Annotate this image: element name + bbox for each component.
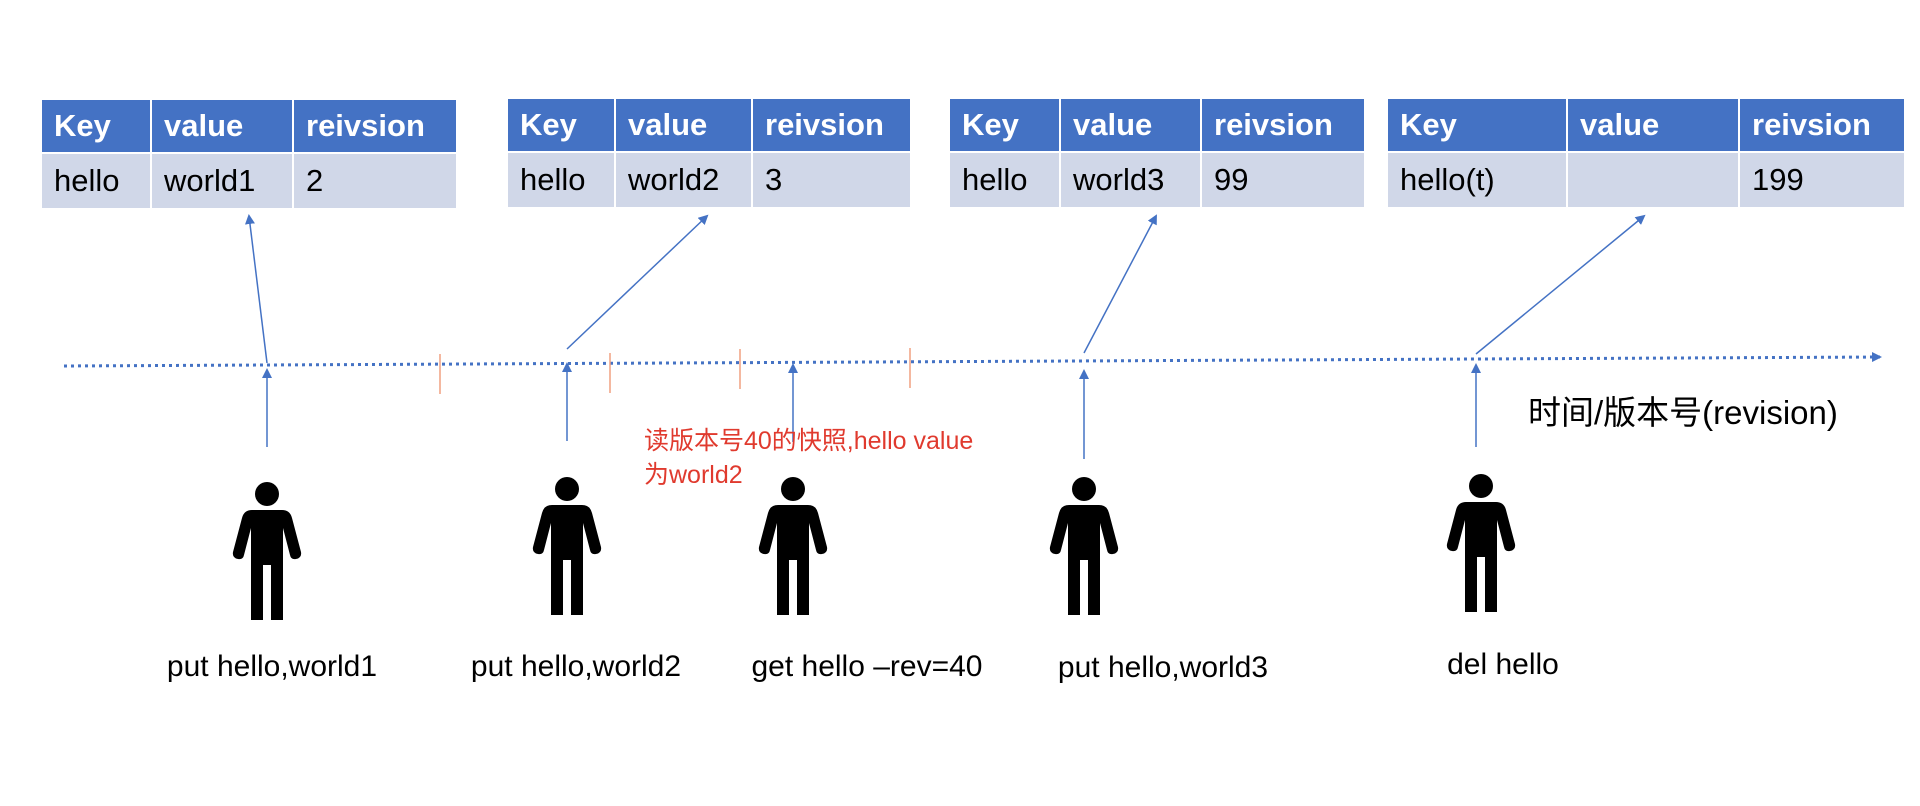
op-label-get-rev40: get hello –rev=40 <box>751 650 983 683</box>
record-arrow-world3 <box>1083 214 1157 354</box>
cell-key: hello <box>40 152 152 210</box>
snapshot-note-line2: 为world2 <box>644 461 743 489</box>
header-value: value <box>1566 97 1740 153</box>
cell-key: hello <box>948 151 1061 209</box>
kv-record-table-3: Key value reivsion hello world3 99 <box>948 97 1366 209</box>
op-label-put-world2: put hello,world2 <box>470 650 682 683</box>
header-key: Key <box>40 98 152 154</box>
header-key: Key <box>948 97 1061 153</box>
header-revision: reivsion <box>1738 97 1906 153</box>
snapshot-note-line1: 读版本号40的快照,hello value <box>644 427 974 455</box>
axis-label: 时间/版本号(revision) <box>1528 394 1838 431</box>
header-revision: reivsion <box>1200 97 1366 153</box>
record-arrow-world1 <box>245 214 268 364</box>
header-key: Key <box>506 97 616 153</box>
person-icon <box>758 477 828 615</box>
cell-value <box>1566 151 1740 209</box>
cell-key: hello <box>506 151 616 209</box>
record-arrow-world2 <box>566 214 709 350</box>
snapshot-note: 读版本号40的快照,hello value 为world2 <box>644 424 1024 492</box>
cell-revision: 3 <box>751 151 912 209</box>
timeline-axis <box>63 352 1882 368</box>
cell-key: hello(t) <box>1386 151 1568 209</box>
header-value: value <box>1059 97 1202 153</box>
person-icon <box>1049 477 1119 615</box>
op-label-put-world3: put hello,world3 <box>1057 651 1269 684</box>
kv-record-table-1: Key value reivsion hello world1 2 <box>40 98 458 210</box>
kv-record-table-2: Key value reivsion hello world2 3 <box>506 97 912 209</box>
header-key: Key <box>1386 97 1568 153</box>
cell-revision: 99 <box>1200 151 1366 209</box>
header-revision: reivsion <box>751 97 912 153</box>
op-label-del: del hello <box>1447 648 1559 681</box>
header-value: value <box>614 97 753 153</box>
header-revision: reivsion <box>292 98 458 154</box>
cell-value: world1 <box>150 152 294 210</box>
person-icon <box>1446 474 1516 612</box>
cell-value: world3 <box>1059 151 1202 209</box>
cell-revision: 199 <box>1738 151 1906 209</box>
cell-value: world2 <box>614 151 753 209</box>
record-arrow-del <box>1475 214 1646 355</box>
op-label-put-world1: put hello,world1 <box>166 650 378 683</box>
person-icon <box>532 477 602 615</box>
person-icon <box>232 482 302 620</box>
cell-revision: 2 <box>292 152 458 210</box>
kv-record-table-4: Key value reivsion hello(t) 199 <box>1386 97 1906 209</box>
header-value: value <box>150 98 294 154</box>
